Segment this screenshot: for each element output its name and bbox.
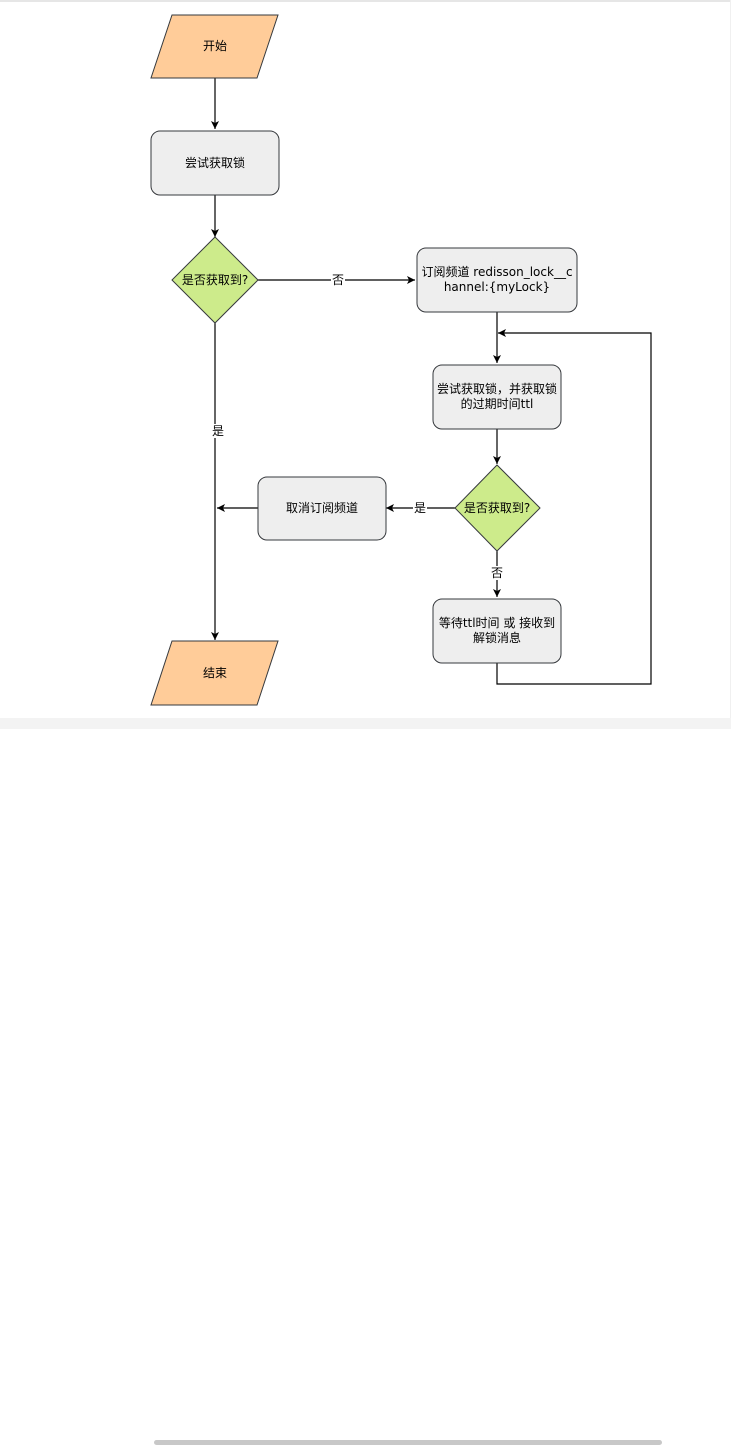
try-lock-ttl-node [432, 364, 562, 430]
subscribe-label: 订阅频道 redisson_lock__channel:{myLock} [421, 265, 573, 294]
subscribe-node [416, 247, 578, 313]
try-lock-ttl-label: 尝试获取锁，并获取锁的过期时间ttl [436, 382, 557, 411]
wait-node [432, 598, 562, 664]
edge-wait-loop [496, 329, 652, 685]
top-border [0, 0, 731, 2]
end-label: 结束 [202, 665, 227, 680]
decision-2-label: 是否获取到? [463, 500, 531, 515]
try-lock-node [150, 130, 280, 196]
wait-label: 等待ttl时间 或 接收到解锁消息 [438, 616, 556, 645]
end-node [150, 640, 279, 706]
edge-label-no-2: 否 [489, 566, 505, 580]
decision-2-node [454, 464, 541, 552]
flowchart [150, 14, 652, 706]
decision-1-label: 是否获取到? [181, 272, 249, 287]
horizontal-scrollbar[interactable] [0, 718, 731, 1445]
unsubscribe-node [257, 476, 387, 541]
unsubscribe-label: 取消订阅频道 [285, 501, 358, 515]
start-label: 开始 [202, 39, 227, 53]
edge-label-yes-1: 是 [210, 424, 226, 438]
scrollbar-thumb[interactable] [154, 1440, 662, 1445]
edge-label-yes-2: 是 [412, 501, 428, 515]
start-node [150, 14, 279, 79]
decision-1-node [171, 236, 259, 324]
try-lock-label: 尝试获取锁 [184, 155, 245, 170]
edge-label-no-1: 否 [330, 273, 346, 287]
